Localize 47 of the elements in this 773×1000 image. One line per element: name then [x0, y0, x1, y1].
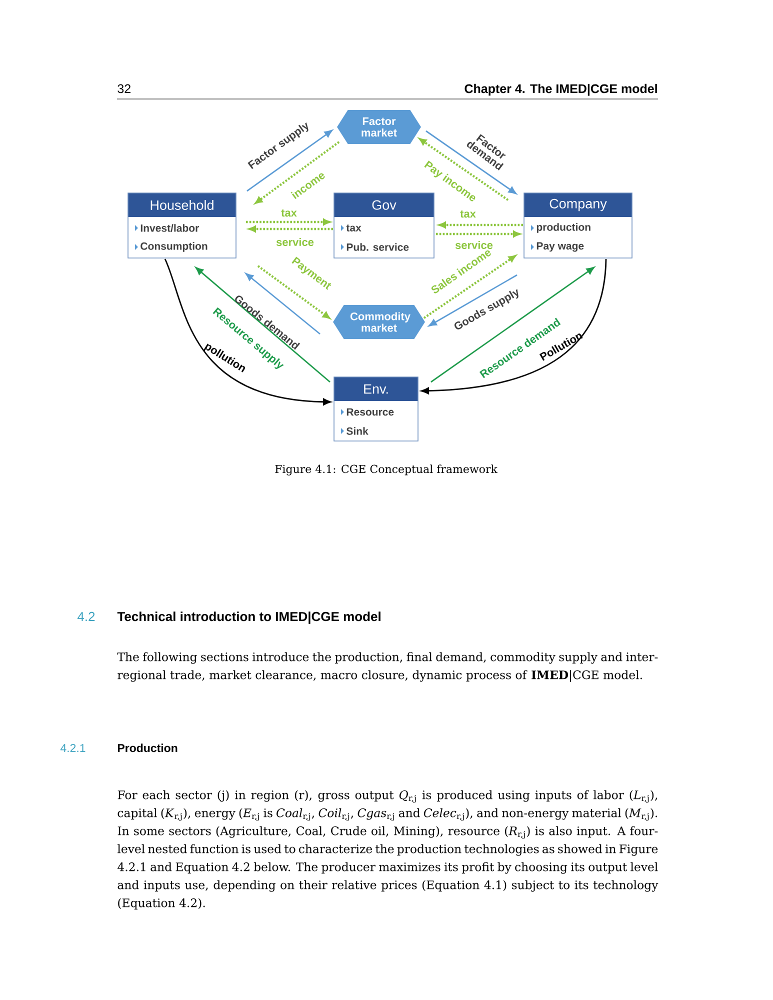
arrow	[195, 267, 330, 383]
market-hexagon: Commodity market	[333, 305, 425, 339]
arrow	[246, 130, 332, 192]
arrow	[438, 222, 523, 228]
edge-label: tax	[281, 209, 297, 217]
list-item: Sink	[341, 427, 368, 435]
list-item: production	[531, 223, 590, 233]
box-header: Gov	[372, 200, 396, 210]
list-item: Invest/labor	[135, 224, 199, 232]
entity-box	[128, 192, 236, 258]
running-header: Chapter 4. The IMED|CGE model	[464, 84, 657, 96]
section-number: 4.2.1	[60, 744, 86, 752]
arrow	[426, 130, 516, 194]
market-hexagon: Factor market	[337, 110, 421, 144]
entity-box	[334, 376, 418, 442]
section-heading: Production	[118, 744, 178, 752]
arrow	[428, 274, 518, 326]
box-header: Company	[550, 198, 607, 212]
arrow	[255, 141, 340, 204]
arrow	[245, 273, 320, 335]
list-item: Consumption	[135, 242, 208, 252]
list-item: Resource	[341, 408, 394, 416]
box-header: Env.	[364, 384, 388, 394]
paragraph: For each sector (j) in region (r), gross output Q$_{r,j}$ is produced using inputs of labor (L$_{r,j}$), capital (K$_{r,j}$), energy (E$_{r,j}$ is Coal$_{r,j}$, Coil$_{r,j}$, Cgas$_{r,j}$ and Celec$_{r,j}$), and non-energy material (M$_{r,j}$). In some sectors (Agriculture, Coal, Crude oil, Mining), resource (R$_{r,j}$) is also input. A four-level nested function is used to characterize the production technologies as showed in Figure 4.2.1 and Equation 4.2 below. The producer maximizes its profit by choosing its output level and inputs use, depending on their relative prices (Equation 4.1) subject to its technology (Equation 4.2).	[118, 790, 658, 910]
box-header: Household	[150, 200, 214, 210]
arrow	[246, 218, 330, 226]
arrow	[164, 258, 331, 406]
arrow	[436, 230, 520, 238]
edge-label: tax	[460, 210, 476, 218]
list-item: Pub. service	[341, 243, 409, 251]
edge-label: service	[455, 240, 493, 250]
arrow	[423, 255, 516, 319]
section-number: 4.2	[78, 612, 95, 621]
paragraph: The following sections introduce the production, final demand, commodity supply and inter-regional trade, market clearance, macro closure, dynamic process of IMED|CGE model.	[117, 652, 658, 682]
entity-box	[524, 192, 632, 258]
section-heading: Technical introduction to IMED|CGE model	[117, 612, 380, 624]
arrow	[248, 226, 333, 232]
list-item: tax	[341, 224, 362, 232]
arrow	[421, 258, 607, 394]
entity-box	[334, 192, 434, 258]
arrow	[257, 265, 330, 319]
page-number: 32	[118, 84, 130, 94]
arrow	[430, 266, 594, 383]
edge-label: service	[276, 238, 314, 246]
list-item: Pay wage	[531, 242, 584, 252]
figure-caption: Figure 4.1: CGE Conceptual framework	[275, 464, 498, 476]
arrow	[419, 138, 509, 201]
